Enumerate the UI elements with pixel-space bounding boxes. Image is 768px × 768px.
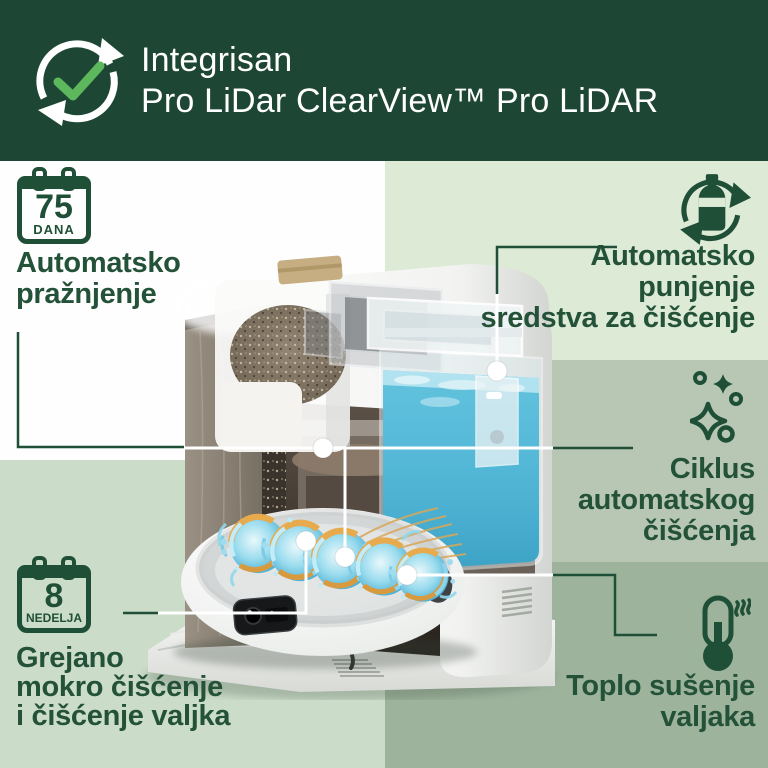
feature-auto-empty-label: Automatsko pražnjenje xyxy=(16,248,181,310)
robot-camera-module xyxy=(232,595,298,636)
foam-filter xyxy=(220,382,302,452)
header-title-line2: Pro LiDar ClearView™ Pro LiDAR xyxy=(141,82,659,120)
feature-auto-empty-line2: pražnjenje xyxy=(16,278,157,310)
header-title-line1: Integrisan xyxy=(141,41,293,79)
feature-heated-mop-line1: Grejano xyxy=(16,642,124,674)
feature-heated-mop-line2: mokro čišćenje xyxy=(16,671,223,703)
feature-auto-refill-label: Automatsko punjenje sredstva za čišćenje xyxy=(415,241,755,334)
calendar-ring-left xyxy=(32,167,47,191)
sync-check-icon xyxy=(36,38,124,126)
detergent-bottle-refill-icon xyxy=(680,174,751,245)
feature-auto-refill-line3: sredstva za čišćenje xyxy=(480,302,755,334)
calendar-value: 75 xyxy=(35,188,73,226)
dock-side-vent xyxy=(501,586,533,618)
calendar-unit: DANA xyxy=(33,222,75,237)
feature-heated-mop-label: Grejano mokro čišćenje i čišćenje valjka xyxy=(16,644,230,731)
feature-auto-refill-line2: punjenje xyxy=(638,271,755,303)
feature-auto-refill-line1: Automatsko xyxy=(590,240,755,272)
calendar-ring-left xyxy=(32,556,47,580)
feature-self-clean-label: Ciklus automatskog čišćenja xyxy=(415,454,755,547)
header-banner xyxy=(0,0,768,161)
calendar-value: 8 xyxy=(44,577,64,615)
feature-hot-dry-label: Toplo sušenje valjaka xyxy=(415,671,755,733)
thermometer-heat-icon xyxy=(702,595,751,671)
feature-heated-mop-line3: i čišćenje valjka xyxy=(16,700,231,732)
feature-self-clean-line1: Ciklus xyxy=(669,453,756,485)
bag-collar xyxy=(277,255,343,285)
heat-waves xyxy=(734,598,751,617)
calendar-days-icon: 75 DANA xyxy=(17,167,91,244)
feature-self-clean-line3: čišćenja xyxy=(642,515,755,547)
feature-self-clean-line2: automatskog xyxy=(577,484,755,516)
calendar-ring-right xyxy=(61,556,76,580)
header-title: Integrisan Pro LiDar ClearView™ Pro LiDA… xyxy=(141,40,658,122)
sparkles-icon xyxy=(690,371,743,443)
feature-hot-dry-line1: Toplo sušenje xyxy=(566,670,755,702)
feature-auto-empty-line1: Automatsko xyxy=(16,247,181,279)
calendar-weeks-icon: 8 NEDELJA xyxy=(17,556,91,633)
feature-hot-dry-line2: valjaka xyxy=(660,701,755,733)
calendar-ring-right xyxy=(61,167,76,191)
calendar-unit: NEDELJA xyxy=(25,611,82,625)
water-tank xyxy=(366,296,543,576)
